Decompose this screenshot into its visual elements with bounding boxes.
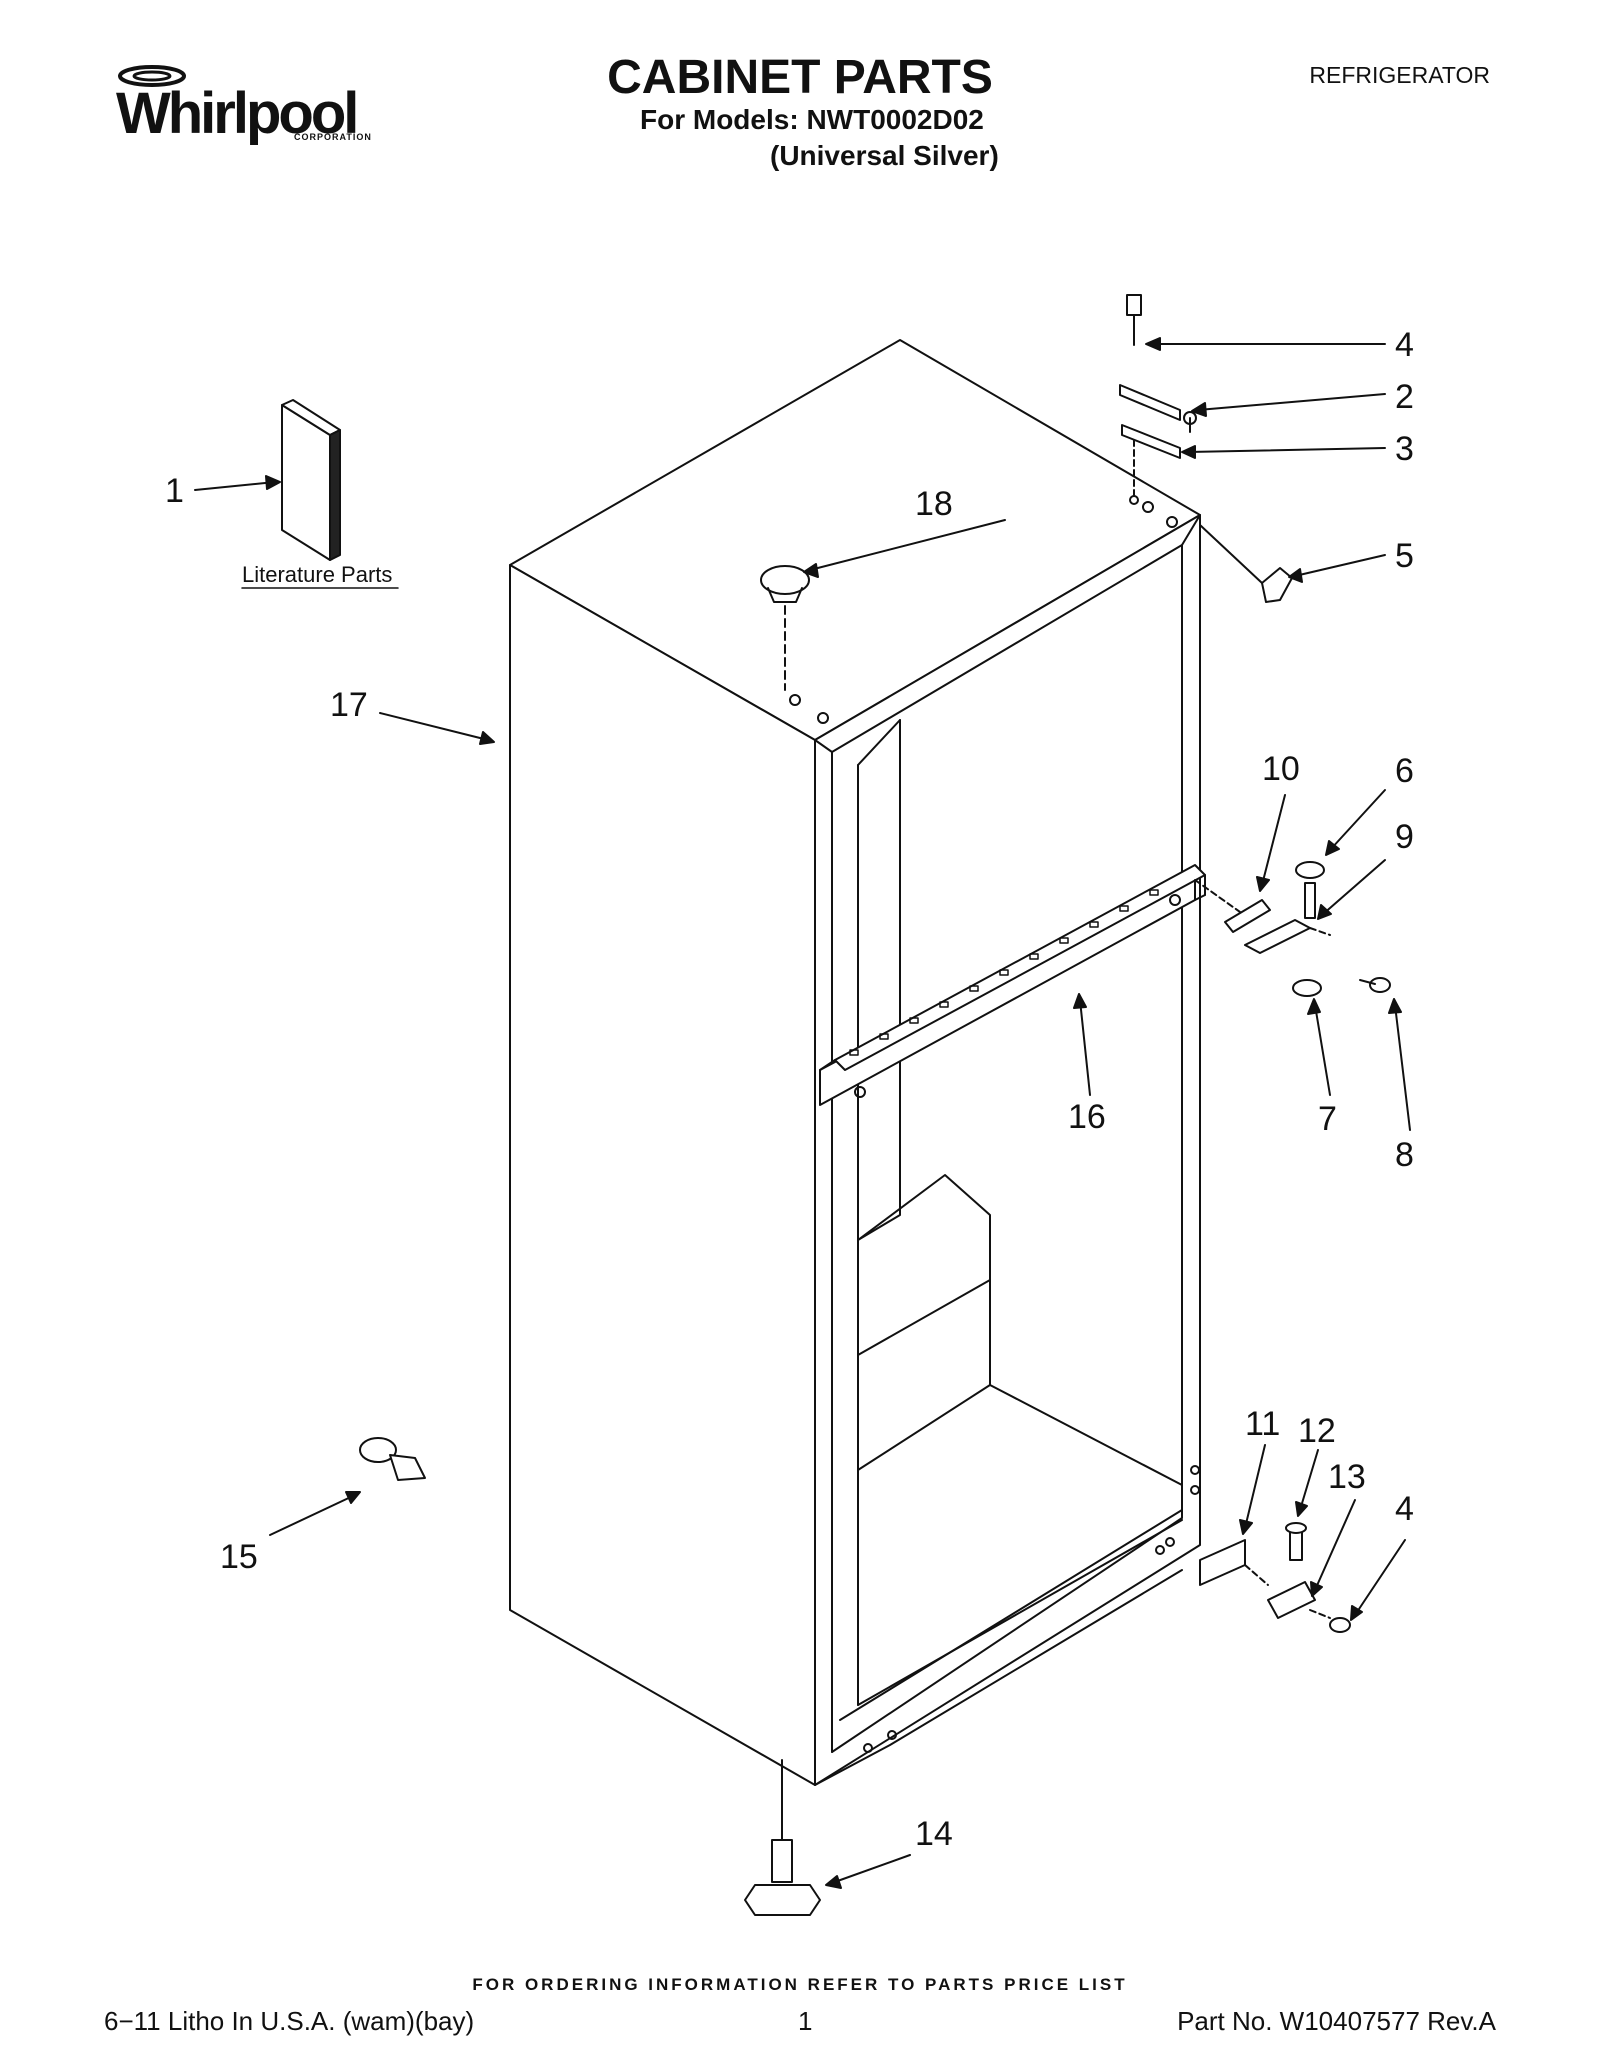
callout-10: 10 xyxy=(1262,750,1300,788)
callout-18: 18 xyxy=(915,485,953,523)
callout-3: 3 xyxy=(1395,430,1414,468)
ordering-note: FOR ORDERING INFORMATION REFER TO PARTS … xyxy=(472,1975,1128,1994)
center-hinge-parts xyxy=(1194,861,1391,997)
whirlpool-logo: Whirlpool CORPORATION xyxy=(104,58,371,158)
leader-arrows xyxy=(194,337,1411,1889)
callout-15: 15 xyxy=(220,1538,258,1576)
logo-swirl-icon xyxy=(118,65,186,87)
tubing-clip xyxy=(359,1437,426,1481)
literature-parts-label: Literature Parts xyxy=(242,562,392,587)
logo-corporation: CORPORATION xyxy=(294,132,372,142)
page-title: CABINET PARTS xyxy=(607,51,993,104)
page-number: 1 xyxy=(798,2006,813,2036)
callout-4-bottom: 4 xyxy=(1395,1490,1414,1528)
leveling-leg xyxy=(744,1759,821,1916)
callout-labels: 1 2 3 4 4 5 6 7 8 9 10 11 12 13 14 15 16… xyxy=(165,326,1414,1853)
models-subtitle: For Models: NWT0002D02 xyxy=(640,104,984,135)
litho-info: 6−11 Litho In U.S.A. (wam)(bay) xyxy=(104,2006,475,2036)
callout-2: 2 xyxy=(1395,378,1414,416)
callout-4-top: 4 xyxy=(1395,326,1414,364)
callout-8: 8 xyxy=(1395,1136,1414,1174)
callout-1: 1 xyxy=(165,472,184,510)
callout-6: 6 xyxy=(1395,752,1414,790)
callout-17: 17 xyxy=(330,686,368,724)
appliance-category: REFRIGERATOR xyxy=(1309,62,1490,88)
callout-14: 14 xyxy=(915,1815,953,1853)
callout-9: 9 xyxy=(1395,818,1414,856)
cabinet-body xyxy=(509,339,1201,1786)
plug-button xyxy=(760,565,810,691)
part-number: Part No. W10407577 Rev.A xyxy=(1177,2006,1496,2036)
top-hinge-parts xyxy=(1119,294,1197,505)
color-subtitle: (Universal Silver) xyxy=(770,140,999,171)
callout-5: 5 xyxy=(1395,537,1414,575)
callout-7: 7 xyxy=(1318,1100,1337,1138)
callout-11: 11 xyxy=(1245,1405,1280,1443)
callout-16: 16 xyxy=(1068,1098,1106,1136)
center-rail xyxy=(819,864,1206,1106)
callout-13: 13 xyxy=(1328,1458,1366,1496)
callout-12: 12 xyxy=(1298,1412,1336,1450)
bottom-hinge-parts xyxy=(1199,1522,1351,1633)
logo-wordmark: Whirlpool xyxy=(116,81,359,146)
literature-book xyxy=(281,399,341,561)
hinge-cover xyxy=(1261,567,1293,603)
